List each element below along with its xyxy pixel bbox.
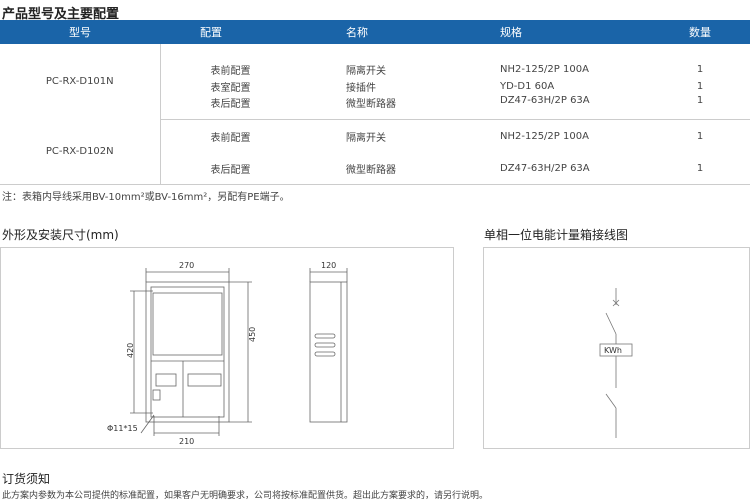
cell: DZ47-63H/2P 63A — [500, 95, 650, 120]
wiring-diagram-panel: KWh — [483, 247, 750, 449]
cell: 表后配置 — [160, 95, 330, 120]
section-title-dimensions: 外形及安装尺寸(mm) — [2, 228, 119, 242]
dim-hole: Φ11*15 — [107, 424, 138, 433]
cell: 1 — [696, 130, 704, 142]
dim-mount-width: 210 — [179, 437, 194, 446]
th-model: 型号 — [0, 20, 160, 44]
section-title-config: 产品型号及主要配置 — [2, 7, 120, 22]
cell: DZ47-63H/2P 63A — [500, 153, 650, 185]
cell: 表前配置 — [210, 66, 251, 77]
meter-label: KWh — [604, 346, 622, 355]
cell: 1 — [696, 81, 704, 92]
th-spec: 规格 — [500, 20, 650, 44]
cell: 1 — [696, 64, 704, 75]
cell: 表后配置 — [160, 153, 330, 185]
model-cell: PC-RX-D102N — [0, 119, 161, 185]
dim-width: 270 — [179, 261, 194, 270]
dim-depth: 120 — [321, 261, 336, 270]
th-config: 配置 — [160, 20, 330, 44]
section-title-wiring: 单相一位电能计量箱接线图 — [484, 228, 629, 242]
dimension-drawing: 270 450 420 210 120 Φ11*15 — [107, 261, 348, 446]
section-title-order: 订货须知 — [2, 472, 51, 486]
cell: 1 — [650, 153, 750, 185]
dim-mount-height: 420 — [126, 343, 135, 358]
cell: 1 — [650, 95, 750, 120]
cell: 微型断路器 — [330, 153, 500, 185]
wiring-note: 注：表箱内导线采用BV-10mm²或BV-16mm²，另配有PE端子。 — [2, 192, 290, 203]
cell: 表室配置 — [210, 83, 251, 94]
order-note: 此方案内参数为本公司提供的标准配置，如果客户无明确要求，公司将按标准配置供货。超… — [2, 491, 489, 501]
cell: 隔离开关 — [346, 132, 386, 144]
dimension-drawing-panel: 270 450 420 210 120 Φ11*15 — [0, 247, 454, 449]
dim-height: 450 — [248, 327, 257, 342]
model-cell: PC-RX-D101N — [0, 44, 161, 119]
cell: 表前配置 — [210, 132, 251, 144]
cell: 微型断路器 — [330, 95, 500, 120]
cell: 隔离开关 — [346, 66, 386, 77]
cell: NH2-125/2P 100A — [500, 130, 589, 142]
cell: NH2-125/2P 100A — [500, 64, 589, 75]
th-name: 名称 — [330, 20, 500, 44]
cell: 接插件 — [346, 83, 376, 94]
th-qty: 数量 — [650, 20, 750, 44]
cell: YD-D1 60A — [500, 81, 555, 92]
wiring-diagram: KWh — [599, 288, 633, 438]
